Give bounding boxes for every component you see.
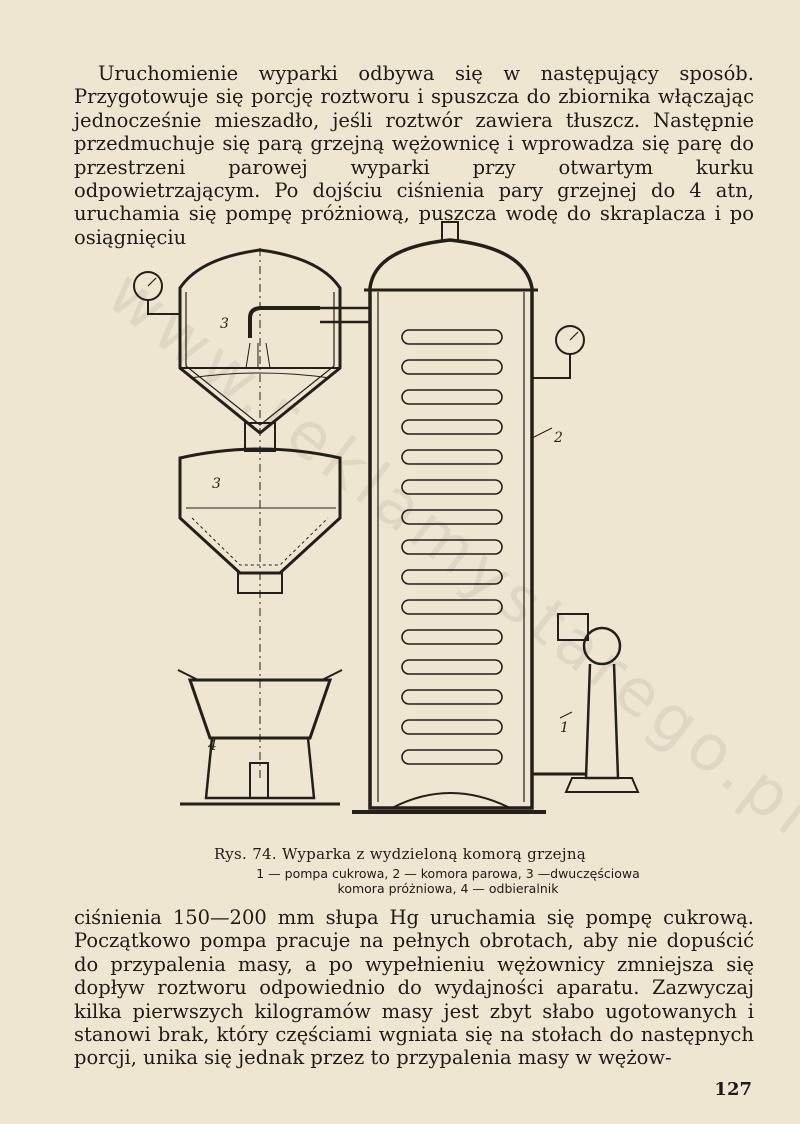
figure-caption-title: Rys. 74. Wyparka z wydzieloną komorą grz… bbox=[213, 845, 587, 863]
figure-caption-legend: 1 — pompa cukrowa, 2 — komora parowa, 3 … bbox=[256, 866, 640, 896]
steam-chamber: 2 bbox=[320, 221, 585, 814]
heating-coil bbox=[401, 329, 503, 765]
label-3a: 3 bbox=[220, 316, 229, 332]
paragraph-top: Uruchomienie wyparki odbywa się w następ… bbox=[74, 62, 754, 249]
sugar-pump: 1 bbox=[532, 613, 640, 793]
page-number: 127 bbox=[714, 1079, 752, 1100]
vacuum-chamber: 3 3 bbox=[133, 248, 342, 594]
receiver: 4 bbox=[177, 669, 343, 806]
paragraph-bottom: ciśnienia 150—200 mm słupa Hg uruchamia … bbox=[74, 906, 754, 1070]
label-3b: 3 bbox=[212, 476, 221, 492]
label-1: 1 bbox=[560, 720, 569, 736]
evaporator-diagram: 3 3 4 bbox=[133, 221, 640, 814]
label-2: 2 bbox=[553, 430, 563, 446]
label-4: 4 bbox=[207, 738, 217, 754]
paragraph-top-text: Uruchomienie wyparki odbywa się w następ… bbox=[74, 62, 754, 249]
paragraph-bottom-text: ciśnienia 150—200 mm słupa Hg uruchamia … bbox=[74, 906, 754, 1070]
